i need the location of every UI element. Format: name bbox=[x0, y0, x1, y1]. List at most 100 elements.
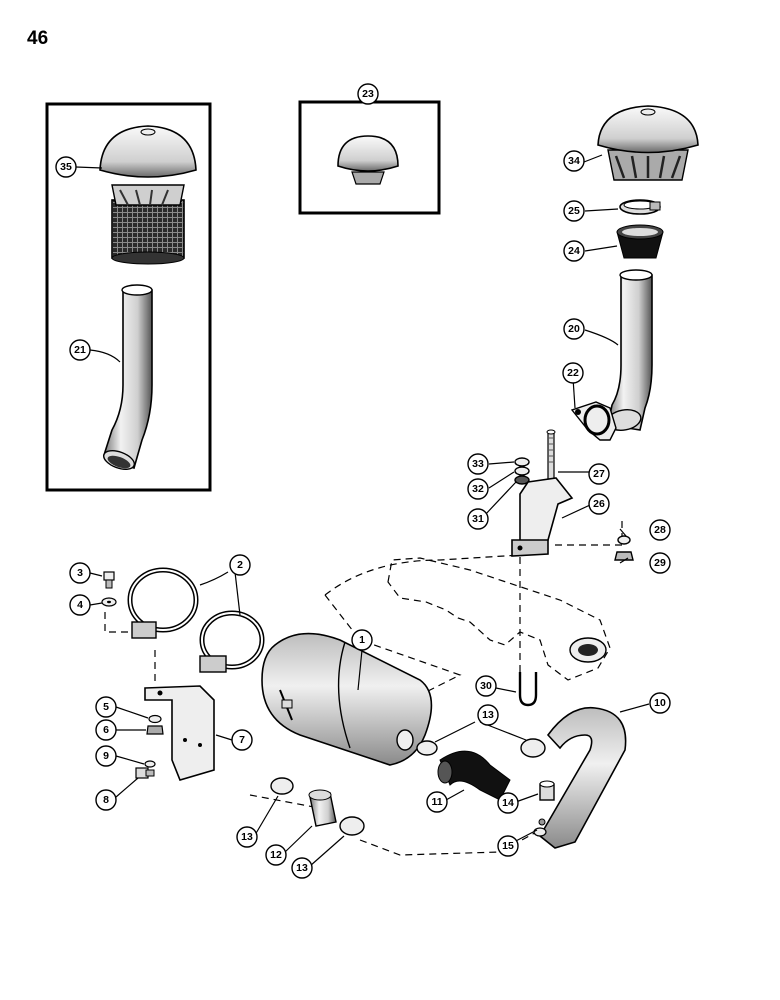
callout-33-label: 33 bbox=[472, 458, 484, 470]
callout-3-label: 3 bbox=[77, 567, 83, 579]
clamp-22 bbox=[570, 401, 617, 441]
hose-24 bbox=[616, 224, 664, 259]
hardware-5-6 bbox=[146, 714, 164, 735]
callout-10: 10 bbox=[649, 692, 671, 714]
sleeve-12 bbox=[308, 789, 337, 827]
callout-27: 27 bbox=[588, 463, 610, 485]
leader-lines bbox=[75, 154, 650, 867]
callout-7: 7 bbox=[231, 729, 253, 751]
callout-9: 9 bbox=[95, 745, 117, 767]
callout-25: 25 bbox=[563, 200, 585, 222]
callout-1-label: 1 bbox=[359, 634, 365, 646]
callout-24-label: 24 bbox=[568, 245, 580, 257]
callout-13c-label: 13 bbox=[296, 862, 308, 874]
callout-33: 33 bbox=[467, 453, 489, 475]
callout-30-label: 30 bbox=[480, 680, 492, 692]
callout-23-label: 23 bbox=[362, 88, 374, 100]
callout-15: 15 bbox=[497, 835, 519, 857]
inset-frame-left bbox=[45, 102, 212, 492]
clamp-25 bbox=[619, 199, 661, 215]
callout-30: 30 bbox=[475, 675, 497, 697]
callout-9-label: 9 bbox=[103, 750, 109, 762]
callout-15-label: 15 bbox=[502, 840, 514, 852]
callout-7-label: 7 bbox=[239, 734, 245, 746]
callout-2-label: 2 bbox=[237, 559, 243, 571]
callout-14: 14 bbox=[497, 792, 519, 814]
band-clamp-2-upper bbox=[127, 567, 199, 639]
callout-5: 5 bbox=[95, 696, 117, 718]
band-clamp-2-lower bbox=[199, 610, 265, 673]
manifold-flange bbox=[569, 637, 607, 663]
inlet-tube-21 bbox=[103, 284, 153, 470]
callout-24: 24 bbox=[563, 240, 585, 262]
callout-22-label: 22 bbox=[567, 367, 579, 379]
manifold-outline bbox=[387, 557, 611, 681]
callout-21-label: 21 bbox=[74, 344, 86, 356]
callout-26-label: 26 bbox=[593, 498, 605, 510]
screw-3 bbox=[103, 571, 115, 589]
air-cleaner-1 bbox=[261, 632, 433, 766]
washers-31-33 bbox=[514, 457, 530, 485]
callout-2: 2 bbox=[229, 554, 251, 576]
callout-28: 28 bbox=[649, 519, 671, 541]
callout-8-label: 8 bbox=[103, 794, 109, 806]
fitting-14 bbox=[539, 780, 555, 801]
hardware-8-9 bbox=[135, 760, 156, 779]
clamps-13 bbox=[270, 738, 546, 836]
callout-22: 22 bbox=[562, 362, 584, 384]
callout-34: 34 bbox=[563, 150, 585, 172]
callout-29: 29 bbox=[649, 552, 671, 574]
callout-8: 8 bbox=[95, 789, 117, 811]
callout-28-label: 28 bbox=[654, 524, 666, 536]
dashed-routing-lines bbox=[104, 520, 623, 856]
washer-28-nut-29 bbox=[614, 535, 634, 561]
callout-4: 4 bbox=[69, 594, 91, 616]
callout-31: 31 bbox=[467, 508, 489, 530]
callout-11-label: 11 bbox=[431, 796, 442, 808]
callout-5-label: 5 bbox=[103, 701, 109, 713]
washer-4 bbox=[101, 597, 117, 607]
precleaner-34 bbox=[597, 105, 699, 181]
hose-11 bbox=[437, 750, 511, 801]
precleaner-35 bbox=[99, 125, 197, 265]
callout-21: 21 bbox=[69, 339, 91, 361]
callout-35-label: 35 bbox=[60, 161, 72, 173]
callout-11: 11 bbox=[426, 791, 448, 813]
callout-32: 32 bbox=[467, 478, 489, 500]
callout-20-label: 20 bbox=[568, 323, 580, 335]
inlet-tube-20 bbox=[606, 269, 653, 431]
callout-27-label: 27 bbox=[593, 468, 605, 480]
callout-29-label: 29 bbox=[654, 557, 666, 569]
callout-34-label: 34 bbox=[568, 155, 580, 167]
callout-35: 35 bbox=[55, 156, 77, 178]
hose-10 bbox=[538, 706, 627, 849]
callout-3: 3 bbox=[69, 562, 91, 584]
callout-12-label: 12 bbox=[270, 849, 282, 861]
callout-10-label: 10 bbox=[654, 697, 666, 709]
callout-6: 6 bbox=[95, 719, 117, 741]
callout-26: 26 bbox=[588, 493, 610, 515]
callout-13b-label: 13 bbox=[241, 831, 253, 843]
callout-4-label: 4 bbox=[77, 599, 83, 611]
callout-20: 20 bbox=[563, 318, 585, 340]
callout-13c: 13 bbox=[291, 857, 313, 879]
u-bolt-30 bbox=[518, 672, 538, 707]
callout-1: 1 bbox=[351, 629, 373, 651]
bracket-26 bbox=[511, 477, 574, 557]
page-number: 46 bbox=[27, 28, 49, 49]
precleaner-screen bbox=[111, 199, 185, 259]
callout-6-label: 6 bbox=[103, 724, 109, 736]
callout-32-label: 32 bbox=[472, 483, 484, 495]
mount-bracket-7 bbox=[144, 685, 215, 781]
callout-13a: 13 bbox=[477, 704, 499, 726]
bolt-27 bbox=[546, 429, 556, 483]
callout-14-label: 14 bbox=[502, 797, 514, 809]
callout-13a-label: 13 bbox=[482, 709, 494, 721]
callout-13b: 13 bbox=[236, 826, 258, 848]
cap-23 bbox=[337, 135, 399, 185]
callout-31-label: 31 bbox=[472, 513, 484, 525]
callout-12: 12 bbox=[265, 844, 287, 866]
callout-23: 23 bbox=[357, 83, 379, 105]
callout-25-label: 25 bbox=[568, 205, 580, 217]
